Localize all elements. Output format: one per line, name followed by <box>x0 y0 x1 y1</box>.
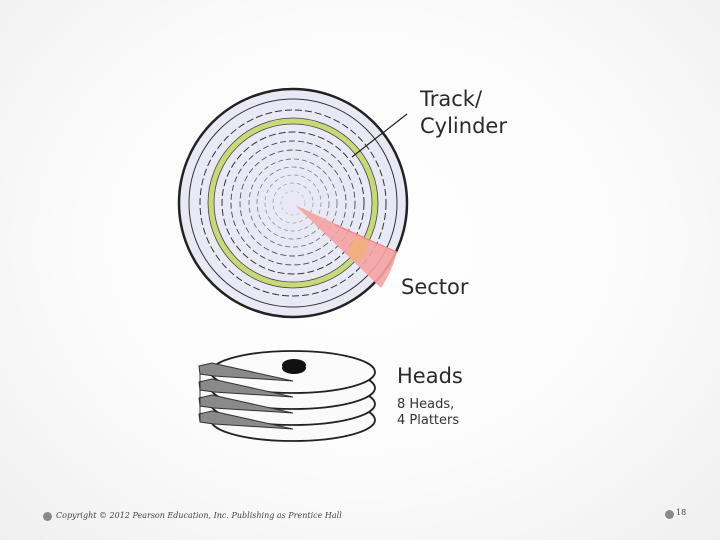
page-bullet-icon <box>665 510 674 519</box>
sector-wedge <box>295 205 397 288</box>
track-highlight <box>208 118 378 288</box>
platter-stack <box>210 350 376 442</box>
track-pointer-line <box>351 113 408 158</box>
footer-bullet-icon <box>43 512 52 521</box>
track-label-line2: Cylinder <box>420 114 507 138</box>
heads-label: Heads <box>397 364 463 388</box>
heads-detail-line1: 8 Heads, <box>397 397 455 412</box>
heads-detail-line2: 4 Platters <box>397 413 460 428</box>
footer-copyright: Copyright © 2012 Pearson Education, Inc.… <box>56 511 342 520</box>
track-label-line1: Track/ <box>420 87 483 111</box>
track-cylinder-label: Track/ Cylinder <box>420 86 507 140</box>
head-arms <box>198 362 294 430</box>
heads-detail: 8 Heads, 4 Platters <box>397 397 459 429</box>
sector-label: Sector <box>401 275 469 299</box>
page-number: 18 <box>676 508 687 517</box>
platter-top-view <box>177 87 409 319</box>
